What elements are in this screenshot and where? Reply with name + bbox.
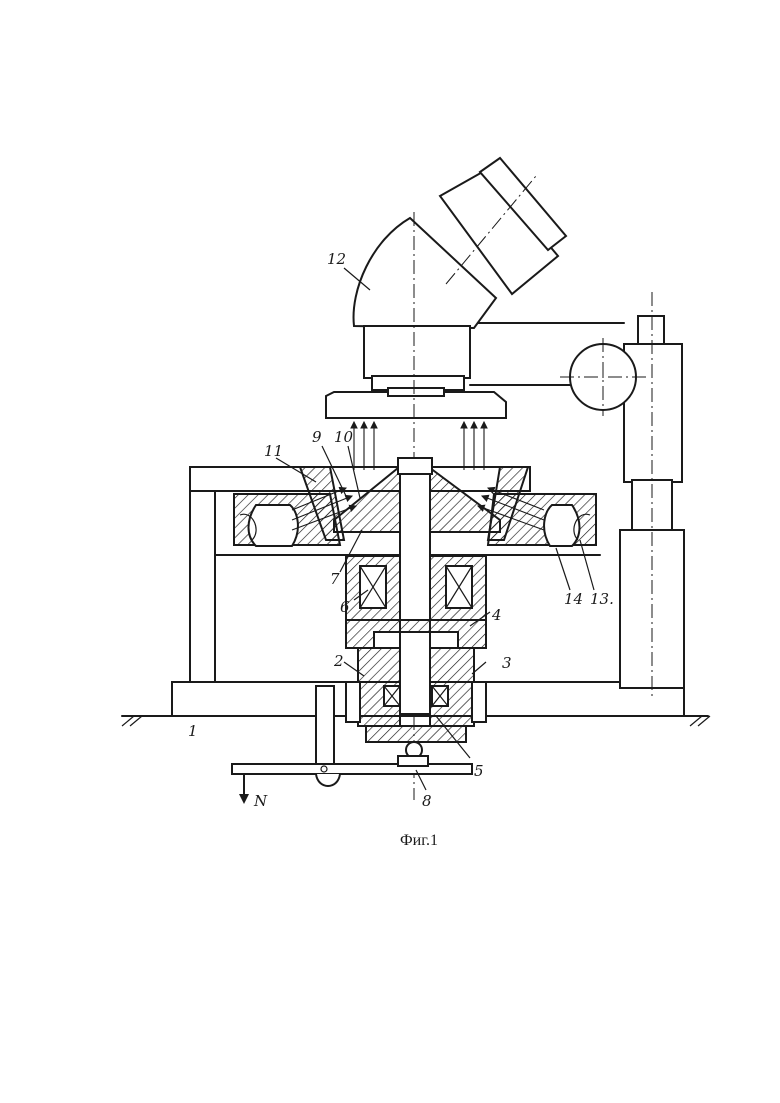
label-9: 9 bbox=[312, 428, 322, 446]
label-8: 8 bbox=[422, 792, 432, 810]
ground bbox=[122, 716, 710, 726]
spindle bbox=[400, 474, 430, 714]
label-3: 3 bbox=[502, 654, 512, 672]
right-column bbox=[620, 292, 684, 700]
label-6: 6 bbox=[340, 598, 350, 616]
label-11: 11 bbox=[264, 442, 283, 460]
label-12: 12 bbox=[327, 250, 346, 268]
label-13: 13. bbox=[590, 590, 614, 608]
label-14: 14 bbox=[564, 590, 583, 608]
label-7: 7 bbox=[330, 570, 340, 588]
label-5: 5 bbox=[474, 762, 484, 780]
label-force-n: N bbox=[253, 792, 268, 810]
label-10: 10 bbox=[334, 428, 354, 446]
figure-caption: Фиг.1 bbox=[400, 832, 438, 850]
label-1: 1 bbox=[188, 722, 198, 740]
label-2: 2 bbox=[333, 652, 344, 670]
bottom-cap bbox=[366, 726, 466, 758]
label-4: 4 bbox=[491, 606, 502, 624]
